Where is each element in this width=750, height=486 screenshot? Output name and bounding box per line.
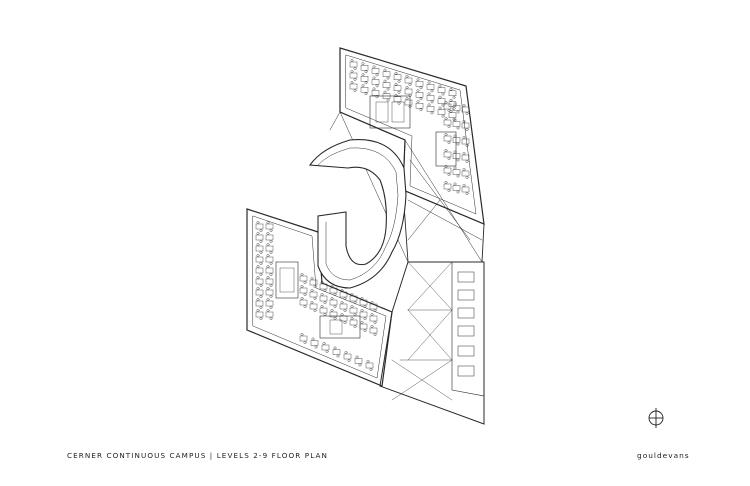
sheet-caption: CERNER CONTINUOUS CAMPUS | LEVELS 2-9 FL…: [67, 451, 328, 460]
firm-name: gouldevans: [637, 451, 690, 460]
north-stair: [435, 131, 457, 167]
curved-lobby: [308, 139, 407, 289]
north-arrow-icon: [648, 408, 664, 428]
atrium: [329, 111, 485, 263]
west-core: [275, 261, 299, 299]
circulation-core: [379, 261, 485, 425]
north-wing: [339, 47, 485, 225]
west-stair: [319, 315, 361, 339]
north-core: [369, 95, 411, 129]
